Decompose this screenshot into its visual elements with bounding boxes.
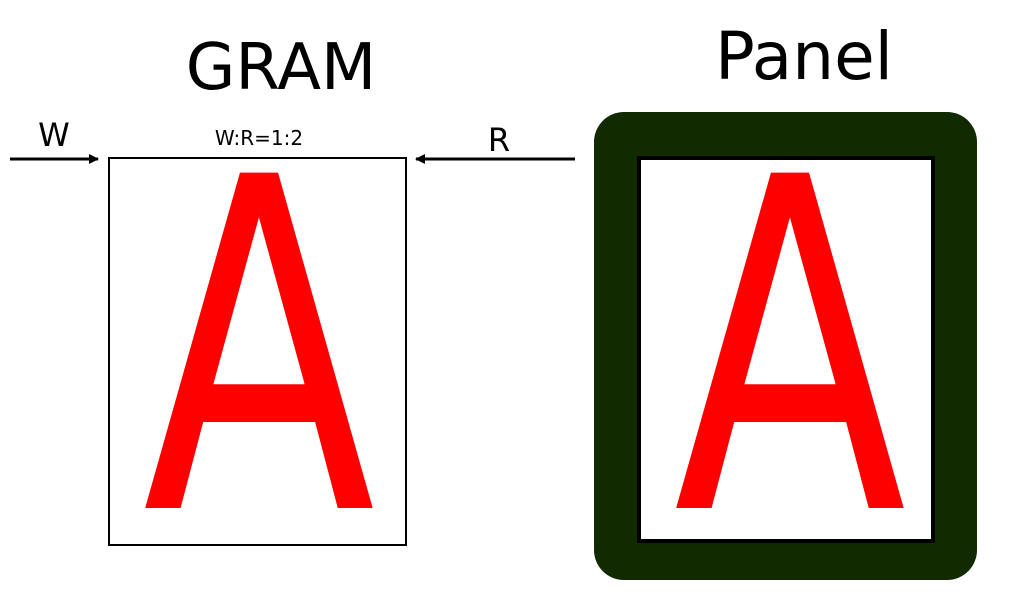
panel-screen: [637, 156, 935, 543]
gram-frame: [108, 157, 407, 546]
panel-letter-a: A: [674, 82, 908, 610]
panel-title: Panel: [715, 18, 893, 95]
read-label: R: [488, 121, 510, 159]
write-label: W: [38, 116, 70, 154]
gram-title: GRAM: [186, 31, 376, 105]
ratio-label: W:R=1:2: [215, 126, 303, 150]
gram-letter-a: A: [143, 82, 377, 610]
